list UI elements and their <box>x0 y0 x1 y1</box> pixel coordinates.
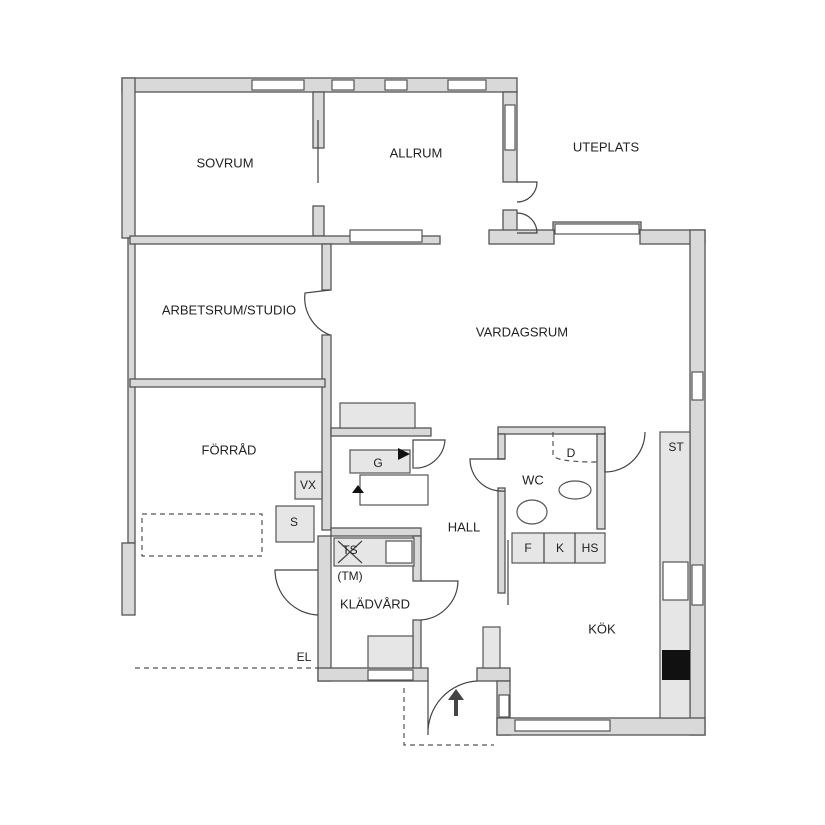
room-allrum: ALLRUM <box>390 145 443 160</box>
label-hs: HS <box>582 541 599 555</box>
room-kok: KÖK <box>588 621 616 636</box>
windows <box>251 79 704 732</box>
label-g: G <box>373 456 382 470</box>
room-kladvard: KLÄDVÅRD <box>340 596 410 611</box>
room-labels: SOVRUM ALLRUM UTEPLATS ARBETSRUM/STUDIO … <box>162 139 640 636</box>
label-s: S <box>290 515 298 529</box>
room-vardagsrum: VARDAGSRUM <box>476 324 568 339</box>
label-el: EL <box>297 650 312 664</box>
label-ts: TS <box>342 543 357 557</box>
fixtures <box>135 402 691 746</box>
room-arbetsrum: ARBETSRUM/STUDIO <box>162 302 296 317</box>
label-f: F <box>524 541 531 555</box>
label-d: D <box>567 446 576 460</box>
room-uteplats: UTEPLATS <box>573 139 640 154</box>
room-hall: HALL <box>448 519 481 534</box>
doors <box>274 120 646 736</box>
room-wc: WC <box>522 472 544 487</box>
fixture-labels: D G VX S TS (TM) F K HS ST EL <box>290 440 684 664</box>
label-k: K <box>556 541 564 555</box>
label-vx: VX <box>300 478 316 492</box>
room-sovrum: SOVRUM <box>196 155 253 170</box>
label-tm: (TM) <box>337 569 362 583</box>
label-st: ST <box>668 440 684 454</box>
room-forrad: FÖRRÅD <box>202 442 257 457</box>
